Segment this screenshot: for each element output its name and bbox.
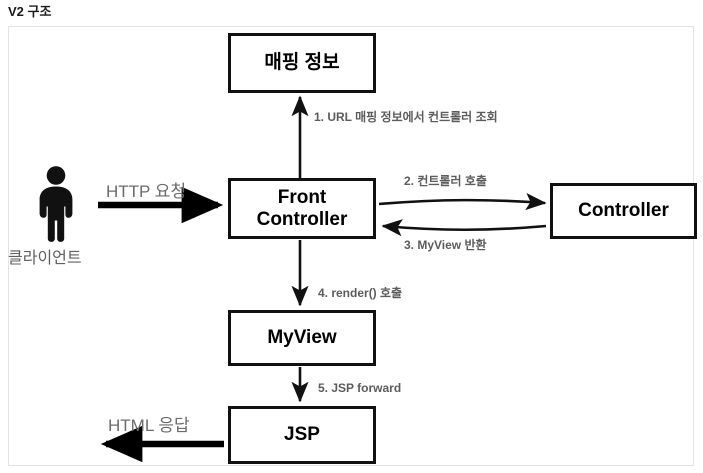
node-myview[interactable]: MyView xyxy=(228,310,376,366)
flow-label-http-request: HTTP 요청 xyxy=(106,182,187,201)
node-front-controller-line1: Front xyxy=(277,187,327,209)
node-mapping-info[interactable]: 매핑 정보 xyxy=(228,33,376,93)
person-icon xyxy=(39,166,73,242)
step-label-5: 5. JSP forward xyxy=(318,381,402,395)
flow-label-html-response: HTML 응답 xyxy=(108,416,190,435)
actor-label-client: 클라이언트 xyxy=(8,250,82,267)
step-label-2: 2. 컨트롤러 호출 xyxy=(404,174,487,188)
node-jsp[interactable]: JSP xyxy=(228,406,376,464)
node-front-controller-label: Front Controller xyxy=(257,187,348,230)
node-controller-label: Controller xyxy=(578,200,669,222)
diagram-frame xyxy=(8,26,694,466)
page-title: V2 구조 xyxy=(8,4,52,19)
node-front-controller[interactable]: Front Controller xyxy=(228,178,376,239)
node-mapping-info-label: 매핑 정보 xyxy=(264,52,340,74)
step-label-3: 3. MyView 반환 xyxy=(404,238,487,252)
node-jsp-label: JSP xyxy=(284,424,320,446)
step-label-1: 1. URL 매핑 정보에서 컨트롤러 조회 xyxy=(314,110,498,124)
node-controller[interactable]: Controller xyxy=(550,183,697,239)
step-label-4: 4. render() 호출 xyxy=(318,286,403,300)
node-myview-label: MyView xyxy=(267,327,337,349)
node-front-controller-line2: Controller xyxy=(256,208,348,230)
